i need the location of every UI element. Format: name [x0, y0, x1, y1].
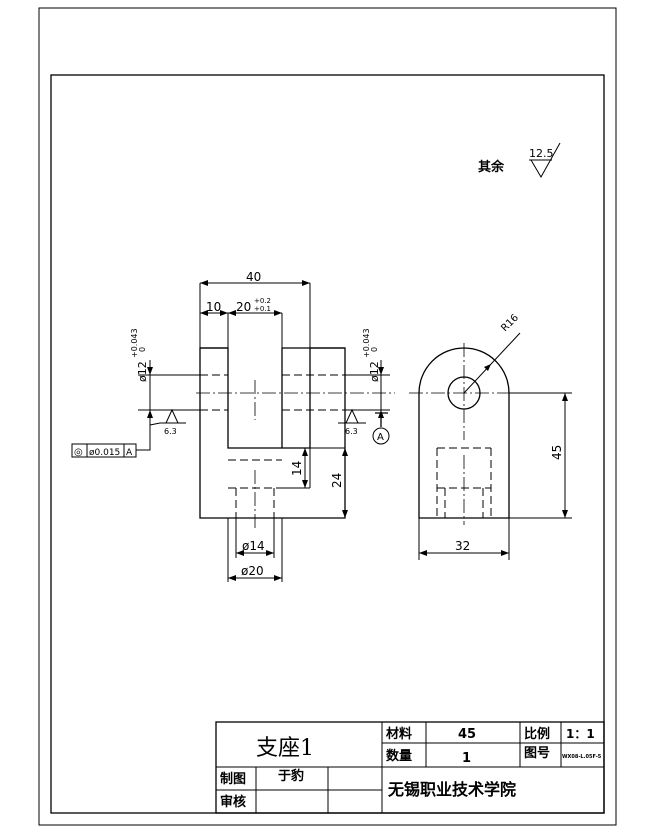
surface-right: 6.3 — [338, 408, 366, 436]
scale-label: 比例 — [524, 726, 550, 742]
quantity-label: 数量 — [386, 748, 412, 764]
gtol-symbol: ◎ — [74, 447, 83, 458]
dim-45-text: 45 — [550, 445, 564, 460]
roughness-symbol — [529, 142, 561, 179]
surface-left-text: 6.3 — [164, 427, 177, 436]
roughness-value: 12.5 — [529, 147, 554, 160]
scale-value: 1：1 — [566, 727, 595, 741]
dim-hole-left: ø12 +0.043 0 — [130, 328, 200, 425]
outer-border — [38, 7, 617, 826]
roughness-note: 其余 12.5 — [478, 142, 561, 179]
dim-24-text: 24 — [330, 473, 344, 488]
checked-label: 审核 — [220, 794, 246, 810]
drawn-value: 于豹 — [278, 768, 304, 784]
front-bottom-ext — [227, 518, 283, 582]
dim-hole-right-text: ø12 — [368, 361, 381, 382]
surface-left: 6.3 — [149, 408, 186, 436]
roughness-label: 其余 — [478, 159, 505, 175]
dim-hole-right-tol-upper: +0.043 — [362, 328, 371, 358]
dim-20-text: 20 — [236, 300, 251, 314]
front-view — [196, 283, 395, 582]
side-view: R16 45 32 — [409, 312, 572, 560]
material-value: 45 — [458, 727, 476, 742]
quantity-value: 1 — [462, 751, 471, 766]
dim-dia20-text: ø20 — [241, 564, 264, 578]
dim-40-text: 40 — [246, 270, 261, 284]
school-name: 无锡职业技术学院 — [387, 780, 516, 799]
front-extension-lines — [199, 283, 311, 348]
gtol-datum: A — [126, 448, 133, 458]
side-hidden-upper — [436, 447, 492, 518]
dim-20-tol-upper: +0.2 — [254, 297, 271, 305]
datum-A-label: A — [377, 432, 384, 443]
drawn-label: 制图 — [220, 771, 246, 787]
dim-20-tol-lower: +0.1 — [254, 305, 271, 313]
side-outline — [418, 347, 510, 519]
dim-dia: ø14 ø20 — [228, 539, 282, 581]
dim-hole-left-tol-lower: 0 — [138, 347, 147, 352]
dim-hole-right-tol-lower: 0 — [370, 347, 379, 352]
dim-40: 40 — [200, 270, 310, 286]
gtol-value: ø0.015 — [89, 448, 120, 458]
dim-hole-left-tol-upper: +0.043 — [130, 328, 139, 358]
dim-14-text: 14 — [290, 461, 304, 476]
drawing-no-value: WX08-L.05F-5 — [562, 754, 602, 760]
gtol-frame: ◎ ø0.015 A — [71, 425, 151, 458]
dim-10-20: 10 20 +0.2 +0.1 — [200, 297, 283, 348]
front-slot-lines — [281, 347, 345, 448]
datum-A: A — [372, 412, 390, 445]
dim-32-text: 32 — [455, 539, 470, 553]
dim-r16-text: R16 — [499, 312, 521, 334]
title-block: 支座1 材料 45 比例 1：1 数量 1 图号 WX08-L.05F-5 制图… — [215, 721, 605, 814]
part-name: 支座1 — [256, 736, 314, 761]
dim-dia14-text: ø14 — [242, 539, 265, 553]
material-label: 材料 — [386, 726, 412, 742]
surface-right-text: 6.3 — [345, 427, 358, 436]
dim-10-text: 10 — [206, 300, 221, 314]
drawing-no-label: 图号 — [524, 746, 550, 761]
dim-14-24: 14 24 — [282, 447, 348, 518]
front-outline — [199, 347, 346, 519]
front-hidden-hole — [200, 374, 345, 411]
dim-hole-left-text: ø12 — [136, 361, 149, 382]
